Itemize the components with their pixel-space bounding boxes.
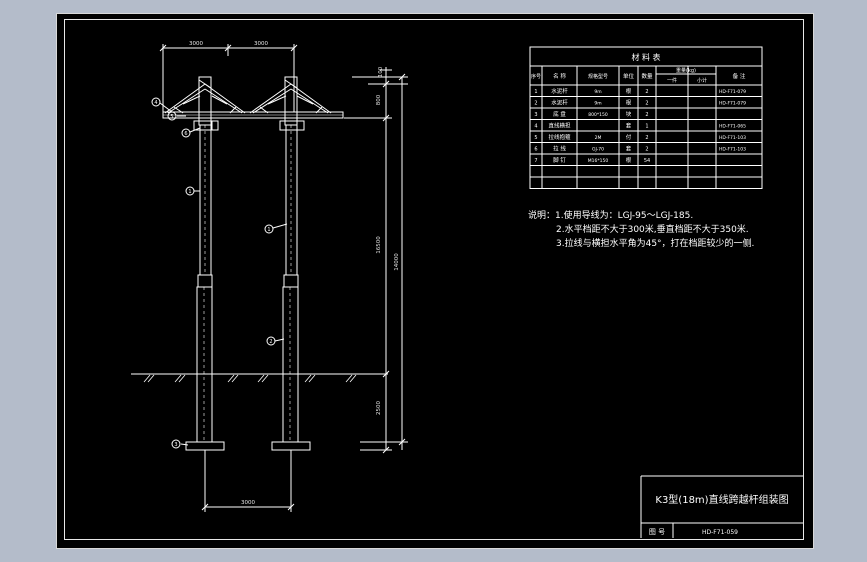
dim-above-text: 16500 — [376, 236, 382, 254]
table-cell-qty: 2 — [645, 112, 648, 118]
crossarm — [162, 79, 344, 119]
table-cell-unit: 块 — [626, 110, 632, 118]
table-cell-unit: 根 — [626, 87, 632, 95]
table-cell-seq: 3 — [534, 112, 537, 118]
table-header-spec: 规格型号 — [588, 73, 608, 80]
dimension-vertical — [344, 67, 408, 454]
pole-left — [193, 76, 219, 443]
table-header-qty: 数量 — [641, 72, 653, 80]
callout-label: 5 — [170, 114, 173, 120]
dim-main-text: 14000 — [394, 253, 400, 271]
inner-frame — [64, 19, 804, 540]
table-cell-spec: 9m — [594, 101, 601, 107]
table-cell-spec: GJ-70 — [592, 147, 604, 153]
table-cell-unit: 套 — [626, 122, 632, 130]
callout-circle — [151, 97, 161, 107]
table-header-remark: 备 注 — [733, 72, 746, 80]
title-block — [640, 475, 803, 538]
drawing-title: K3型(18m)直线跨越杆组装图 — [655, 493, 788, 506]
note-line-1: 说明：1.使用导线为：LGJ-95～LGJ-185. — [528, 209, 693, 221]
table-cell-spec: M16*150 — [588, 158, 609, 164]
ground-line — [131, 373, 388, 383]
dimension-top — [159, 44, 298, 112]
callout-label: 3 — [174, 442, 177, 448]
table-cell-qty: 54 — [644, 158, 650, 164]
dim-top-off-text: 100 — [378, 66, 384, 77]
table-cell-qty: 2 — [645, 135, 648, 141]
table-cell-remark: HD-F71-103 — [719, 147, 746, 153]
table-cell-remark: HD-F71-079 — [719, 89, 746, 95]
table-cell-name: 拉 线 — [553, 145, 566, 153]
table-header-weight-total: 小计 — [697, 77, 707, 84]
table-cell-seq: 7 — [534, 158, 537, 164]
callout-label: 6 — [184, 131, 187, 137]
table-cell-qty: 1 — [645, 124, 648, 130]
pole-right — [279, 76, 305, 443]
table-cell-seq: 6 — [534, 147, 537, 153]
table-cell-name: 拉线抱箍 — [548, 133, 571, 141]
dim-top-right-text: 3000 — [254, 41, 268, 47]
table-cell-qty: 2 — [645, 101, 648, 107]
table-header-weight: 重量(kg) — [676, 67, 696, 74]
table-cell-qty: 2 — [645, 147, 648, 153]
drawing-number-label: 图 号 — [649, 528, 665, 536]
table-cell-qty: 2 — [645, 89, 648, 95]
callout-label: 4 — [154, 100, 157, 106]
table-cell-seq: 1 — [534, 89, 537, 95]
outer-frame — [56, 13, 814, 549]
note-line-3: 3.拉线与横担水平角为45°，打在档距较少的一侧. — [556, 237, 754, 249]
table-cell-spec: 800*150 — [588, 112, 608, 118]
table-cell-spec: 2M — [595, 135, 602, 141]
table-header-seq: 序号 — [531, 73, 541, 80]
callout-circle — [167, 111, 177, 121]
callout-leaders — [159, 102, 288, 446]
table-cell-remark: HD-F71-065 — [719, 124, 746, 130]
callout-circle — [185, 186, 195, 196]
callout-circle — [266, 336, 276, 346]
table-cell-name: 水泥杆 — [551, 99, 568, 107]
dim-arm-text: 800 — [376, 94, 382, 105]
table-cell-seq: 2 — [534, 101, 537, 107]
table-cell-unit: 根 — [626, 156, 632, 164]
table-cell-seq: 4 — [534, 124, 537, 130]
table-cell-name: 水泥杆 — [551, 87, 568, 95]
callout-circle — [264, 224, 274, 234]
table-title: 材 料 表 — [631, 52, 660, 62]
callout-group: 4 5 6 1 1 2 3 — [151, 97, 276, 449]
table-cell-spec: 9m — [594, 89, 601, 95]
table-cell-name: 脚 钉 — [553, 156, 566, 164]
dimension-bottom — [201, 450, 295, 512]
table-header-unit: 单位 — [623, 72, 635, 80]
table-cell-unit: 套 — [626, 145, 632, 153]
table-cell-seq: 5 — [534, 135, 537, 141]
callout-label: 2 — [269, 339, 272, 345]
callout-label: 1 — [188, 189, 191, 195]
dim-depth-text: 2500 — [376, 401, 382, 415]
table-cell-remark: HD-F71-079 — [719, 101, 746, 107]
table-cell-unit: 根 — [626, 99, 632, 107]
table-cell-name: 直线横担 — [548, 122, 571, 130]
table-header-weight-single: 一件 — [667, 77, 677, 84]
dim-bottom-text: 3000 — [241, 500, 255, 506]
table-header-name: 名 称 — [553, 72, 566, 80]
base-plates — [185, 441, 311, 451]
table-cell-remark: HD-F71-103 — [719, 135, 746, 141]
note-line-2: 2.水平档距不大于300米,垂直档距不大于350米. — [556, 223, 749, 235]
callout-circle — [171, 439, 181, 449]
table-cell-unit: 付 — [626, 133, 632, 141]
dim-top-left-text: 3000 — [189, 41, 203, 47]
table-cell-name: 底 盘 — [553, 110, 566, 118]
drawing-number: HD-F71-059 — [702, 529, 738, 536]
callout-label: 1 — [267, 227, 270, 233]
callout-circle — [181, 128, 191, 138]
